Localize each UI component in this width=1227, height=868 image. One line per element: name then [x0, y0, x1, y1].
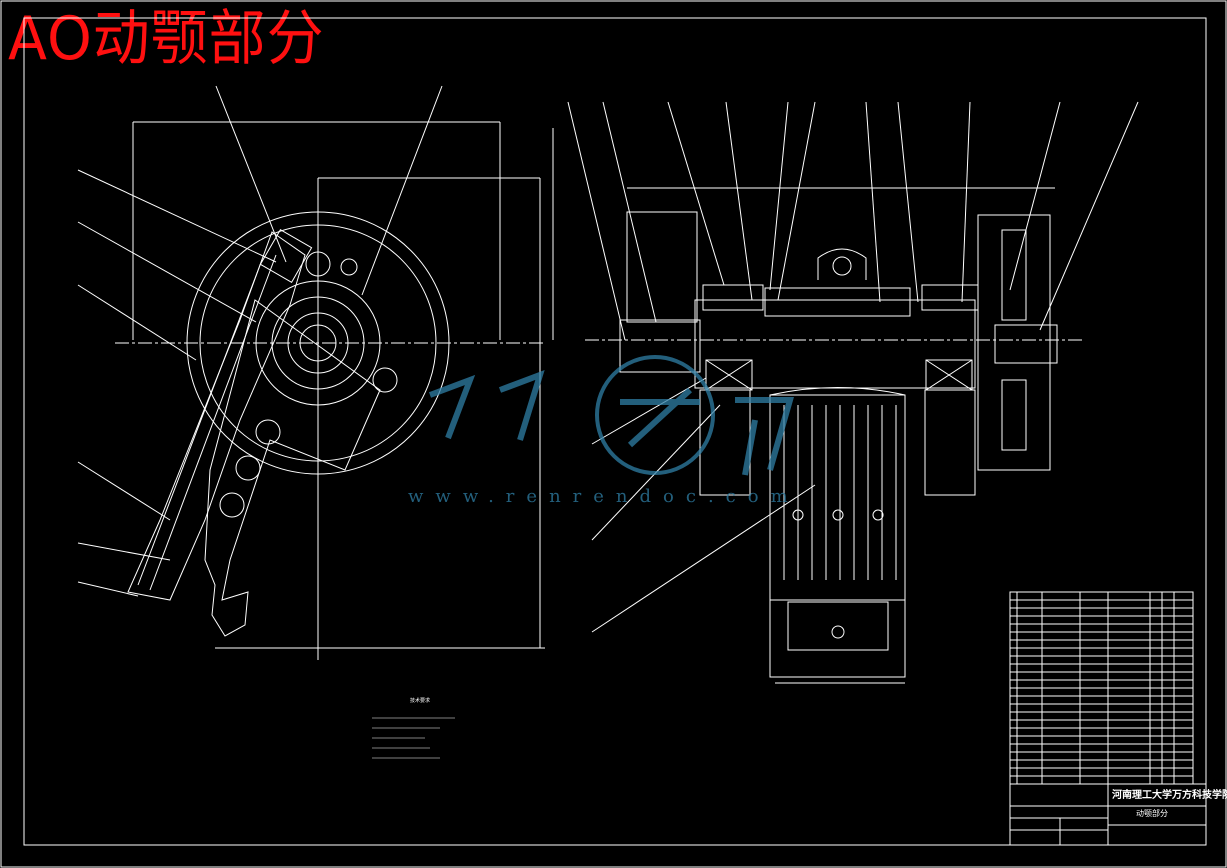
watermark-logo-icon: [428, 355, 794, 476]
side-view: [77, 85, 545, 660]
school-name: 河南理工大学万方科技学院: [1112, 790, 1227, 801]
watermark-text: www.renrendoc.com: [408, 486, 800, 507]
front-view: [552, 101, 1139, 684]
inner-frame: [23, 17, 1207, 846]
parts-list: [1009, 591, 1194, 785]
drawing-title: AO动颚部分: [8, 4, 325, 74]
part-name: 动颚部分: [1136, 809, 1168, 818]
technical-notes: [372, 717, 455, 759]
notes-heading: 技术要求: [410, 698, 431, 704]
swing-jaw: [127, 231, 306, 601]
title-block: [1009, 783, 1207, 846]
